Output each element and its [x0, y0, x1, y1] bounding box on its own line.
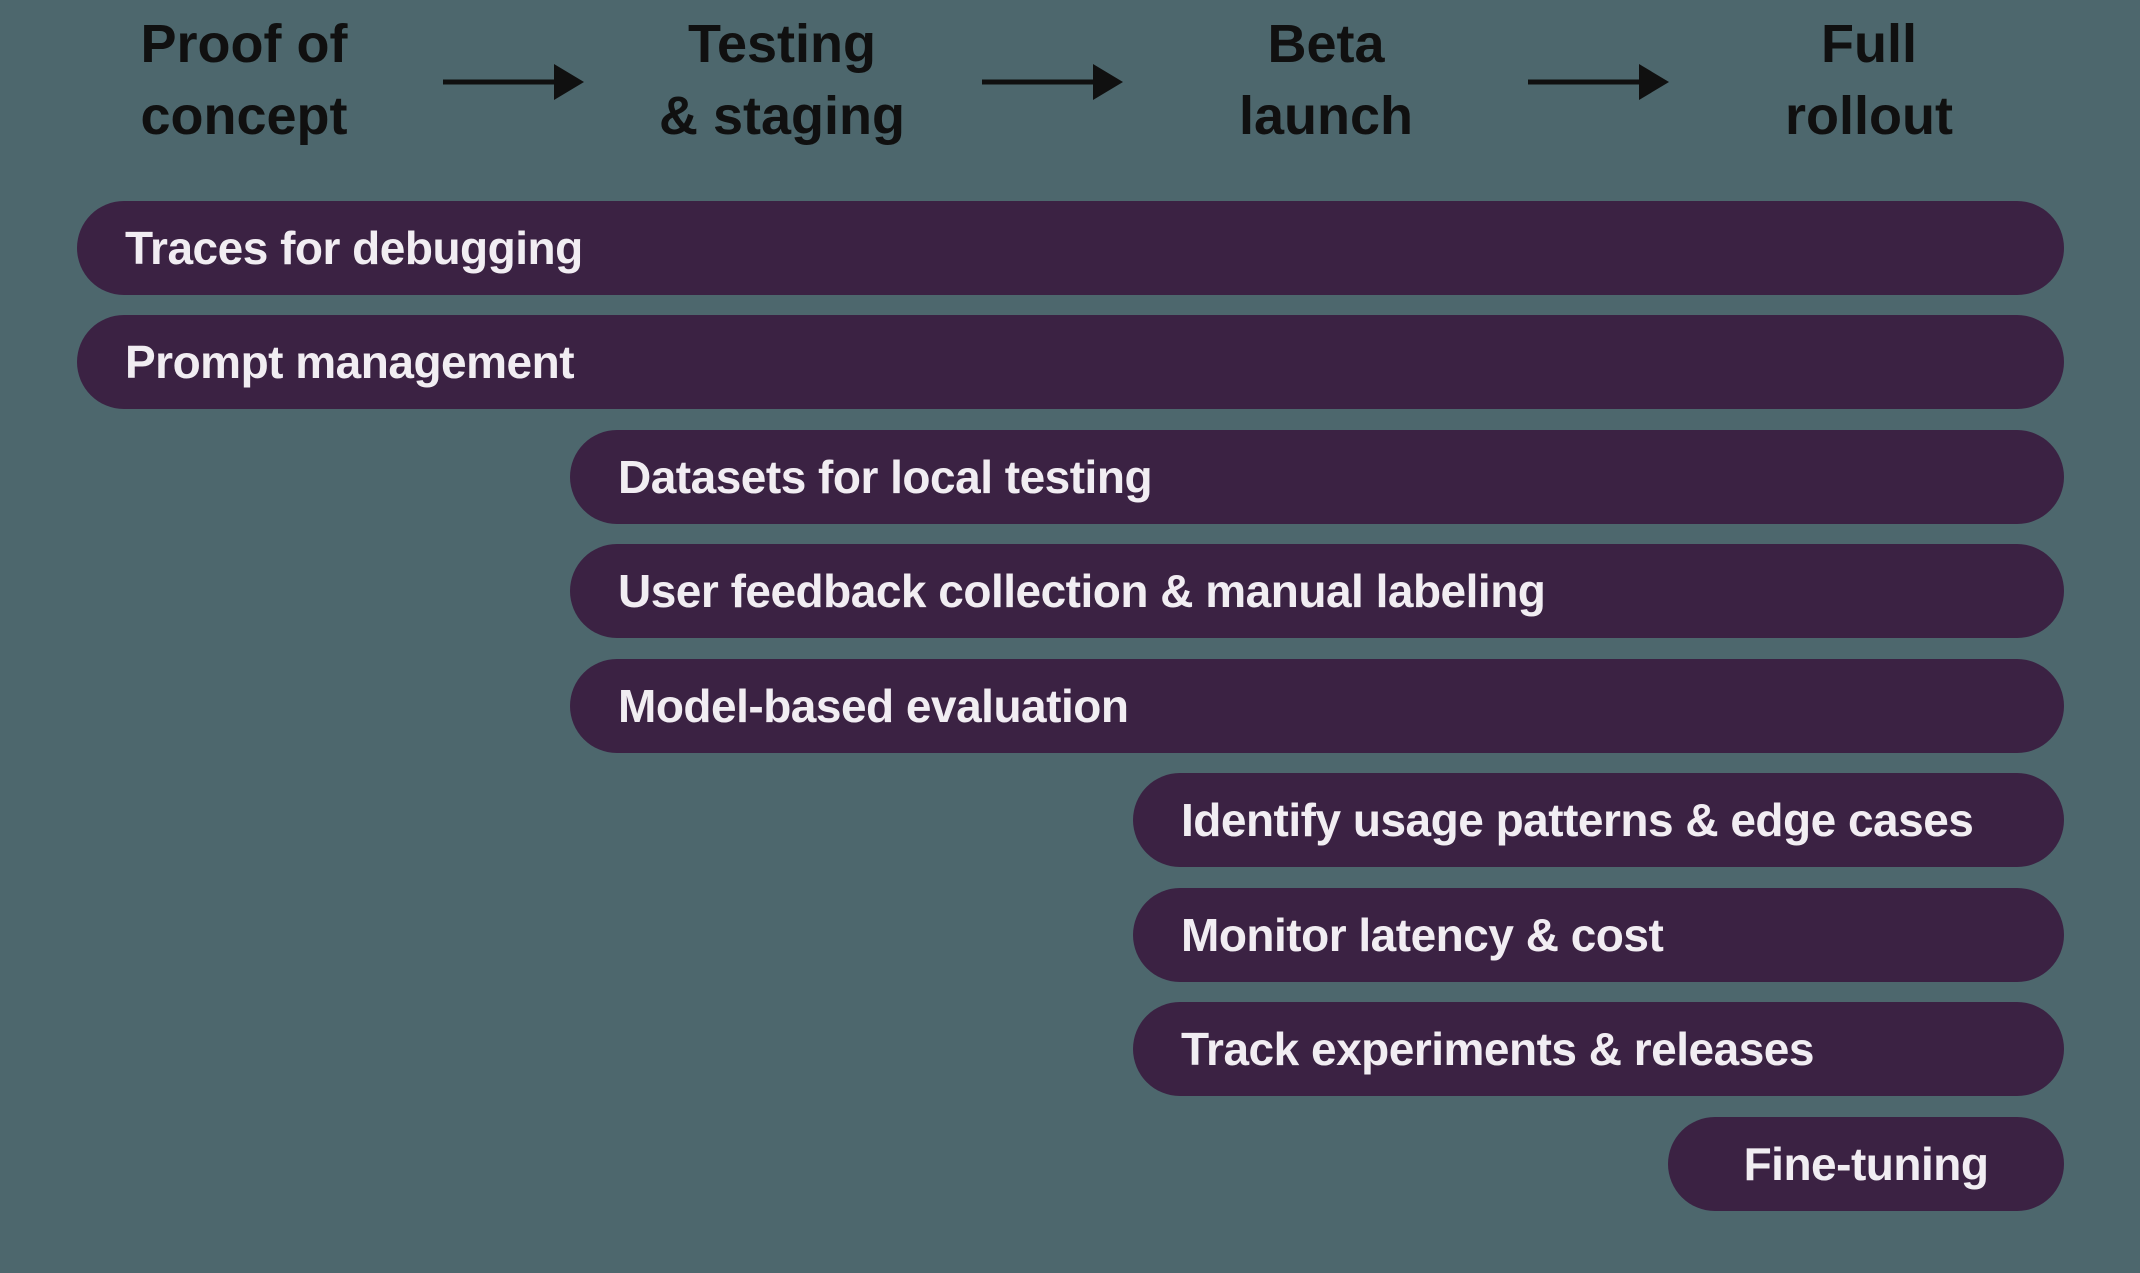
stage-header-full-rollout: Full rollout — [1669, 8, 2069, 152]
timeline-bar-traces-for-debugging: Traces for debugging — [77, 201, 2064, 295]
stage-label-line: Proof of — [140, 14, 348, 74]
stage-label-line: Beta — [1267, 14, 1385, 74]
bar-label: Identify usage patterns & edge cases — [1181, 794, 1974, 846]
stage-label-line: & staging — [658, 86, 905, 146]
arrow-right-icon — [1528, 60, 1669, 104]
bar-label: Traces for debugging — [125, 222, 583, 274]
stage-label-line: rollout — [1785, 86, 1953, 146]
stage-label-line: Full — [1821, 14, 1917, 74]
timeline-bar-fine-tuning: Fine-tuning — [1668, 1117, 2064, 1211]
timeline-bar-model-based-evaluation: Model-based evaluation — [570, 659, 2064, 753]
bar-label: Prompt management — [125, 336, 575, 388]
timeline-bar-datasets-for-local-testing: Datasets for local testing — [570, 430, 2064, 524]
timeline-bar-monitor-latency-cost: Monitor latency & cost — [1133, 888, 2064, 982]
stage-label-line: Testing — [688, 14, 876, 74]
bar-label: User feedback collection & manual labeli… — [618, 565, 1546, 617]
stage-header-testing-staging: Testing & staging — [582, 8, 982, 152]
bar-label: Track experiments & releases — [1181, 1023, 1814, 1075]
arrow-right-icon — [443, 60, 584, 104]
bar-label: Monitor latency & cost — [1181, 909, 1664, 961]
timeline-bar-track-experiments-releases: Track experiments & releases — [1133, 1002, 2064, 1096]
stage-header-proof-of-concept: Proof of concept — [44, 8, 444, 152]
arrow-right-icon — [982, 60, 1123, 104]
timeline-bar-user-feedback-collection: User feedback collection & manual labeli… — [570, 544, 2064, 638]
timeline-bar-identify-usage-patterns: Identify usage patterns & edge cases — [1133, 773, 2064, 867]
stage-label-line: concept — [140, 86, 348, 146]
bar-label: Model-based evaluation — [618, 680, 1129, 732]
stage-header-beta-launch: Beta launch — [1126, 8, 1526, 152]
stage-label-line: launch — [1238, 86, 1414, 146]
bar-label: Datasets for local testing — [618, 451, 1153, 503]
bar-label: Fine-tuning — [1743, 1138, 1989, 1190]
timeline-bar-prompt-management: Prompt management — [77, 315, 2064, 409]
